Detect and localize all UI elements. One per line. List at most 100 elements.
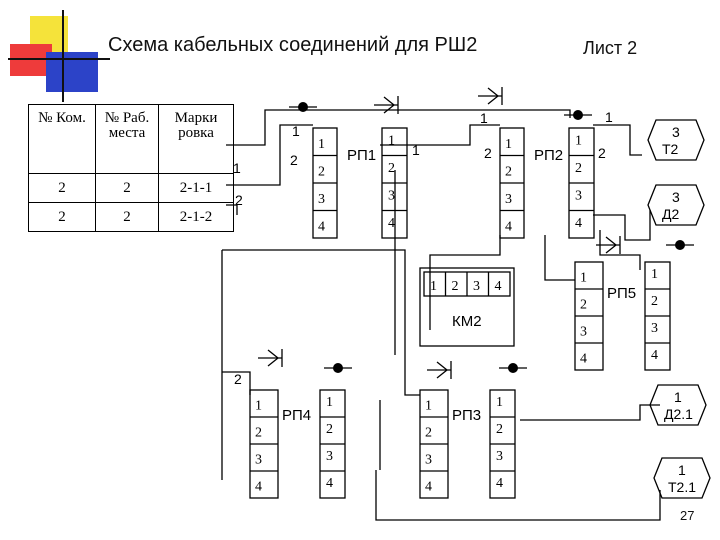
rp-terminal-label: 1 — [580, 270, 587, 285]
rp-terminal-label: 1 — [651, 267, 658, 282]
rp-terminal-label: 3 — [318, 192, 325, 207]
wire-label: 2 — [598, 145, 606, 161]
page-title: Схема кабельных соединений для РШ2 — [108, 34, 478, 56]
outlet-number: 3 — [672, 124, 680, 140]
rp-terminal-label: 1 — [318, 137, 325, 152]
rp-terminal-label: 1 — [388, 134, 395, 149]
arrow-head-icon — [436, 361, 449, 379]
rp-terminal-label: 3 — [388, 189, 395, 204]
cable-line — [222, 371, 251, 395]
rp-terminal-label: 1 — [575, 134, 582, 149]
switch-port-label: 4 — [495, 279, 502, 294]
rp-terminal-label: 3 — [651, 321, 658, 336]
page-number: 27 — [680, 508, 695, 523]
cable-line — [375, 470, 661, 521]
rp-terminal-label: 2 — [496, 422, 503, 437]
switch-port-label: 2 — [452, 279, 459, 294]
rp-name: РП1 — [347, 147, 376, 164]
table-header-cell: Марки ровка — [158, 104, 234, 174]
rp-terminal-label: 2 — [425, 425, 432, 440]
rp-terminal-label: 3 — [580, 324, 587, 339]
wire-label: 2 — [290, 152, 298, 168]
wire-label: 1 — [412, 142, 420, 158]
rp-terminal-label: 4 — [425, 479, 432, 494]
cable-line — [380, 124, 500, 146]
rp-name: РП5 — [607, 285, 636, 302]
table-cell: 2 — [28, 202, 96, 232]
wire-label: 2 — [235, 192, 243, 208]
outlet-number: 1 — [678, 462, 686, 478]
outlet-name: Т2 — [662, 141, 679, 157]
outlet-hexagon — [649, 384, 707, 426]
rp-terminal-label: 1 — [326, 395, 333, 410]
rp-terminal-label: 4 — [326, 476, 333, 491]
rp-terminal-label: 1 — [496, 395, 503, 410]
table-row: 2 2 2-1-2 — [28, 202, 234, 232]
table-cell: 2 — [95, 202, 159, 232]
rp-terminal-label: 4 — [255, 479, 262, 494]
rp-terminal-label: 1 — [255, 398, 262, 413]
rp-terminal-label: 4 — [580, 351, 587, 366]
wire-label: 2 — [484, 145, 492, 161]
arrow-head-icon — [383, 96, 396, 114]
rp-name: РП3 — [452, 407, 481, 424]
rp-terminal-label: 2 — [580, 297, 587, 312]
cable-line — [222, 249, 420, 396]
table-header-cell: № Раб. места — [95, 104, 159, 174]
rp-terminal-label: 3 — [505, 192, 512, 207]
rp-terminal-label: 2 — [255, 425, 262, 440]
arrow-head-icon — [605, 236, 618, 254]
wire-label: 2 — [234, 371, 242, 387]
rp-name: РП2 — [534, 147, 563, 164]
cable-line — [226, 109, 571, 146]
wire-label: 1 — [292, 123, 300, 139]
cable-line — [520, 404, 660, 421]
outlet-hexagon — [653, 457, 711, 499]
wire-label: 1 — [605, 109, 613, 125]
outlet-name: Т2.1 — [668, 479, 696, 495]
cable-line — [429, 235, 501, 330]
switch-name: КМ2 — [452, 313, 482, 330]
rp-terminal-label: 2 — [318, 164, 325, 179]
deco-vertical-line — [62, 10, 64, 102]
rp-terminal-label: 1 — [425, 398, 432, 413]
cable-line — [544, 235, 575, 281]
sheet-label: Лист 2 — [583, 38, 638, 58]
rp-terminal-label: 2 — [505, 164, 512, 179]
outlet-name: Д2.1 — [664, 406, 693, 422]
rp-terminal-label: 3 — [425, 452, 432, 467]
outlet-hexagon — [647, 119, 705, 161]
rp-terminal-label: 2 — [651, 294, 658, 309]
rp-terminal-label: 4 — [318, 219, 325, 234]
table-row: 2 2 2-1-1 — [28, 173, 234, 203]
rp-terminal-label: 4 — [388, 216, 395, 231]
arrow-head-icon — [487, 87, 500, 105]
rp-terminal-label: 1 — [505, 137, 512, 152]
cable-line — [599, 230, 641, 270]
outlet-name: Д2 — [662, 206, 679, 222]
rp-terminal-label: 3 — [255, 452, 262, 467]
rp-terminal-label: 3 — [326, 449, 333, 464]
rp-terminal-label: 4 — [575, 216, 582, 231]
outlet-hexagon — [647, 184, 705, 226]
rp-terminal-label: 2 — [388, 161, 395, 176]
deco-red-square — [10, 44, 52, 76]
rp-terminal-label: 3 — [575, 189, 582, 204]
rp-terminal-label: 4 — [505, 219, 512, 234]
outlet-number: 3 — [672, 189, 680, 205]
switch-km2-frame — [419, 267, 515, 347]
rp-terminal-label: 4 — [496, 476, 503, 491]
switch-port-label: 1 — [430, 279, 437, 294]
rp-name: РП4 — [282, 407, 311, 424]
table-cell: 2-1-1 — [158, 173, 234, 203]
wire-label: 1 — [233, 160, 241, 176]
rp-terminal-label: 2 — [575, 161, 582, 176]
cable-line — [226, 204, 238, 215]
rp-terminal-label: 3 — [496, 449, 503, 464]
cable-line — [593, 124, 642, 156]
rp-terminal-label: 4 — [651, 348, 658, 363]
table-cell: 2 — [28, 173, 96, 203]
outlet-number: 1 — [674, 389, 682, 405]
table-cell: 2-1-2 — [158, 202, 234, 232]
